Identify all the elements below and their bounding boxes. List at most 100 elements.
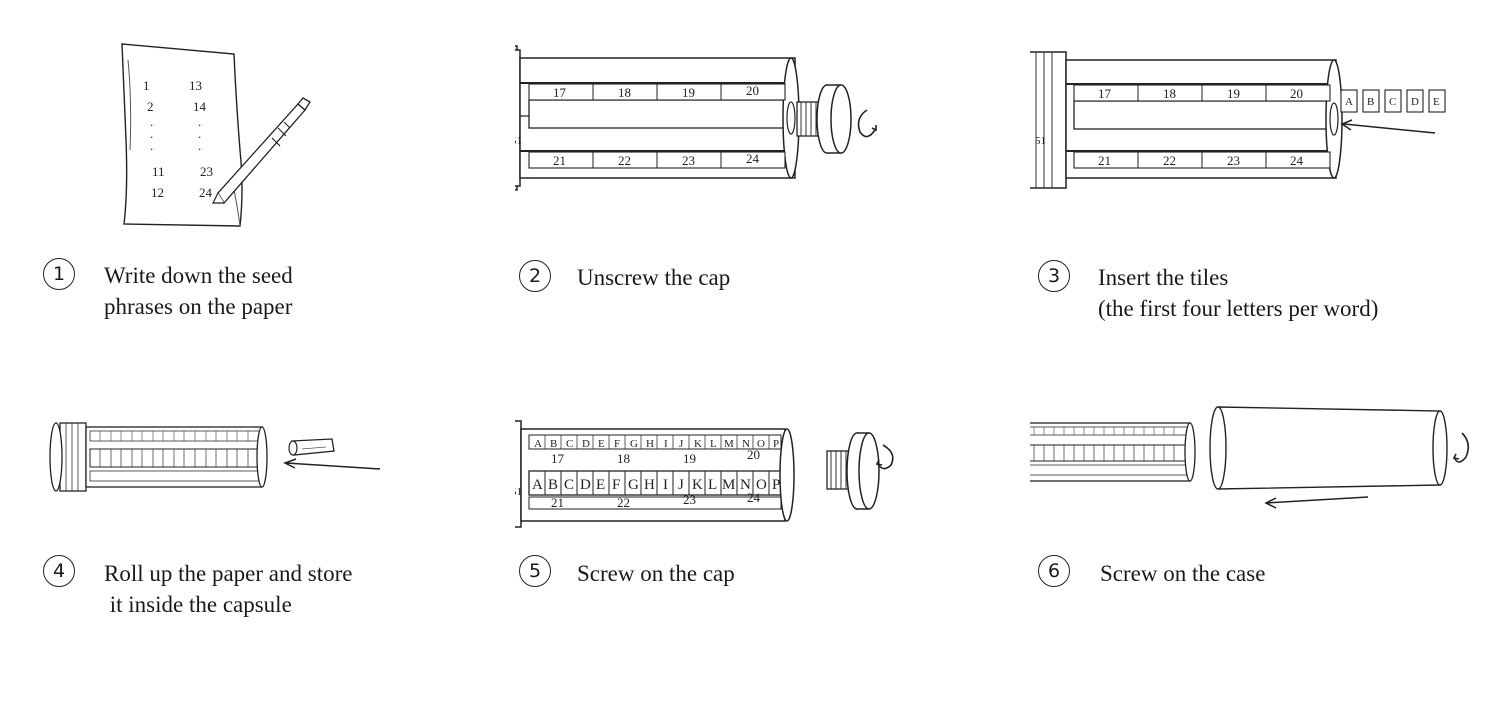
letter: L [710,438,717,450]
dot: . [150,126,153,141]
letter-row-top: A B C D E F G H I J K L M N O P [534,438,779,450]
letter: H [646,438,654,450]
step-3: 17 18 19 20 21 22 23 24 51 A B C D E [1030,40,1500,360]
letter: J [678,477,684,493]
slot-22: 22 [618,153,631,168]
letter: D [580,477,591,493]
rotate-arrow-icon [857,109,877,138]
slot-24: 24 [1290,153,1304,168]
left-arrow-icon [1340,119,1436,134]
insert-tiles-illustration: 17 18 19 20 21 22 23 24 51 A B C D E [1030,51,1446,189]
side-mark: 51 [515,486,522,498]
dot: . [150,138,153,153]
case-tube-icon [1209,406,1448,490]
tile-a: A [1345,96,1353,108]
letter: O [756,477,767,493]
letter: P [772,477,780,493]
letter: A [534,438,542,450]
letter: O [757,438,765,450]
tile-e: E [1433,96,1440,108]
rolled-paper-icon [288,438,335,456]
slot-19: 19 [682,85,695,100]
step-caption: Screw on the cap [577,561,735,586]
word-11: 11 [152,164,165,179]
paper-sheet [121,43,243,227]
word-2: 2 [147,99,154,114]
step-6: 6 Screw on the case [1030,405,1500,725]
dot: . [150,114,153,129]
letter: B [548,477,558,493]
cap-icon [826,432,880,510]
top-slot-row: 17 18 19 20 [1073,84,1331,102]
word-1: 1 [143,78,150,93]
slot-21: 21 [553,153,566,168]
letter: N [742,438,750,450]
letter: M [722,477,735,493]
slot-23: 23 [683,492,696,507]
letter: H [644,477,655,493]
bottom-slot-row: 21 22 23 24 [1073,151,1331,169]
pen-icon [212,97,311,205]
slot-20: 20 [1290,86,1303,101]
letter: C [564,477,574,493]
letter: G [628,477,639,493]
word-12: 12 [151,185,164,200]
slot-18: 18 [1163,86,1176,101]
dot: . [198,126,201,141]
tile-d: D [1411,96,1419,108]
letter: E [598,438,605,450]
side-mark: 51 [1035,135,1046,147]
dot: . [198,138,201,153]
step-number-badge: 3 [1038,260,1070,292]
capsule-with-tiles-illustration: A B C D E F G H I J K L M N O P 17 18 19… [515,420,894,528]
step-caption: Insert the tiles (the first four letters… [1098,265,1379,321]
rotate-arrow-icon [875,444,894,470]
cap-icon [796,84,852,154]
letter: K [694,438,702,450]
step-1: 1 2 . . . 11 12 13 14 . . . 23 24 1 Writ… [40,40,520,360]
step-2: 17 18 19 20 21 22 23 24 51 2 Unscrew the… [515,40,995,360]
screw-case-illustration [1030,406,1470,509]
letter: I [663,477,668,493]
paper-words: 1 2 . . . 11 12 13 14 . . . 23 24 [143,78,213,200]
dot: . [198,114,201,129]
top-slot-row: 17 18 19 20 [528,83,786,101]
letter: L [708,477,717,493]
letter: C [566,438,573,450]
step-number-badge: 6 [1038,555,1070,587]
letter: P [773,438,779,450]
paper-and-pen-illustration: 1 2 . . . 11 12 13 14 . . . 23 24 [121,43,311,227]
letter-tiles: A B C D E [1340,89,1446,113]
store-paper-illustration [49,422,381,492]
capsule-body [515,420,795,528]
letter: F [614,438,620,450]
letter: I [664,438,668,450]
slot-24: 24 [746,151,760,166]
small-capsule [1030,422,1196,482]
word-23: 23 [200,164,213,179]
word-24: 24 [199,185,213,200]
step-number-badge: 1 [43,258,75,290]
tile-b: B [1367,96,1374,108]
step-number-badge: 2 [519,260,551,292]
step-caption: Screw on the case [1100,561,1266,586]
word-13: 13 [189,78,202,93]
slot-17: 17 [551,451,565,466]
left-arrow-icon [283,458,381,470]
letter: E [596,477,605,493]
slot-24: 24 [747,490,761,505]
step-caption: Roll up the paper and store it inside th… [104,561,353,617]
slot-17: 17 [1098,86,1112,101]
capsule-open-illustration: 17 18 19 20 21 22 23 24 51 [515,45,877,191]
letter: K [692,477,703,493]
letter: D [582,438,590,450]
top-slot-row: 17 18 19 20 [551,447,760,466]
step-caption: Write down the seed phrases on the paper [104,263,293,319]
slot-20: 20 [747,447,760,462]
step-caption: Unscrew the cap [577,265,731,290]
slot-19: 19 [683,451,696,466]
step-number-badge: 4 [43,555,75,587]
letter: M [724,438,734,450]
slot-22: 22 [617,495,630,510]
slot-23: 23 [1227,153,1240,168]
